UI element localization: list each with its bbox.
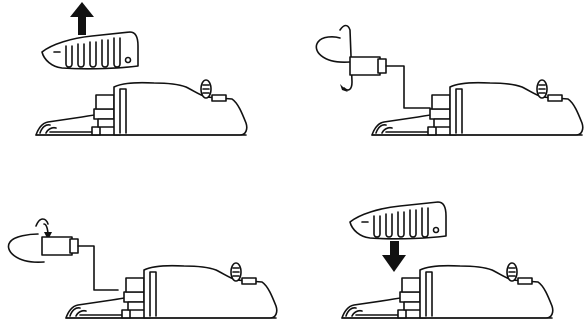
step-2-panel — [315, 24, 584, 136]
device-base — [341, 262, 554, 319]
device-base — [35, 79, 248, 136]
rotating-cap — [349, 56, 387, 76]
rotating-cap — [41, 236, 79, 256]
step-4-panel — [341, 201, 554, 319]
rotate-clockwise-icon — [7, 218, 52, 263]
comb-cover — [41, 31, 139, 70]
cable — [77, 245, 119, 291]
up-arrow-icon — [70, 2, 94, 35]
down-arrow-icon — [382, 241, 406, 272]
cable — [385, 65, 431, 109]
comb-cover — [349, 201, 447, 240]
step-1-panel — [35, 2, 248, 136]
step-3-panel — [7, 218, 278, 319]
rotate-counterclockwise-icon — [315, 24, 353, 92]
